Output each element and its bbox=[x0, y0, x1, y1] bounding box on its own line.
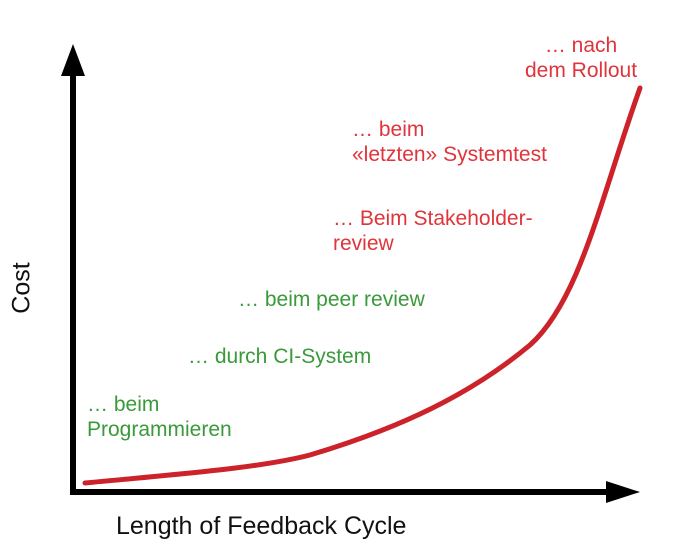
stage-label-line: dem Rollout bbox=[525, 59, 638, 82]
stage-label-line: Programmieren bbox=[87, 418, 232, 441]
x-axis-title: Length of Feedback Cycle bbox=[116, 512, 407, 540]
stage-label-line: … nach bbox=[544, 34, 618, 57]
stage-label-stakeholder-review: … Beim Stakeholder- review bbox=[333, 206, 533, 256]
stage-label-line: «letzten» Systemtest bbox=[352, 143, 547, 166]
stage-label-programmieren: … beim Programmieren bbox=[87, 392, 232, 442]
stage-label-line: … durch CI-System bbox=[188, 345, 372, 368]
stage-label-line: … beim peer review bbox=[238, 288, 425, 311]
stage-label-line: … Beim Stakeholder- bbox=[333, 207, 533, 230]
stage-label-peer-review: … beim peer review bbox=[238, 287, 425, 312]
y-axis-arrowhead bbox=[61, 44, 85, 76]
stage-label-rollout: … nach dem Rollout bbox=[525, 33, 637, 83]
stage-label-line: … beim bbox=[352, 118, 425, 141]
cost-curve bbox=[82, 85, 643, 486]
stage-label-ci-system: … durch CI-System bbox=[188, 344, 371, 369]
y-axis-title: Cost bbox=[7, 262, 36, 314]
x-axis-arrowhead bbox=[606, 481, 640, 503]
stage-label-line: … beim bbox=[87, 393, 160, 416]
stage-label-systemtest: … beim «letzten» Systemtest bbox=[352, 117, 547, 167]
stage-label-line: review bbox=[333, 232, 394, 255]
